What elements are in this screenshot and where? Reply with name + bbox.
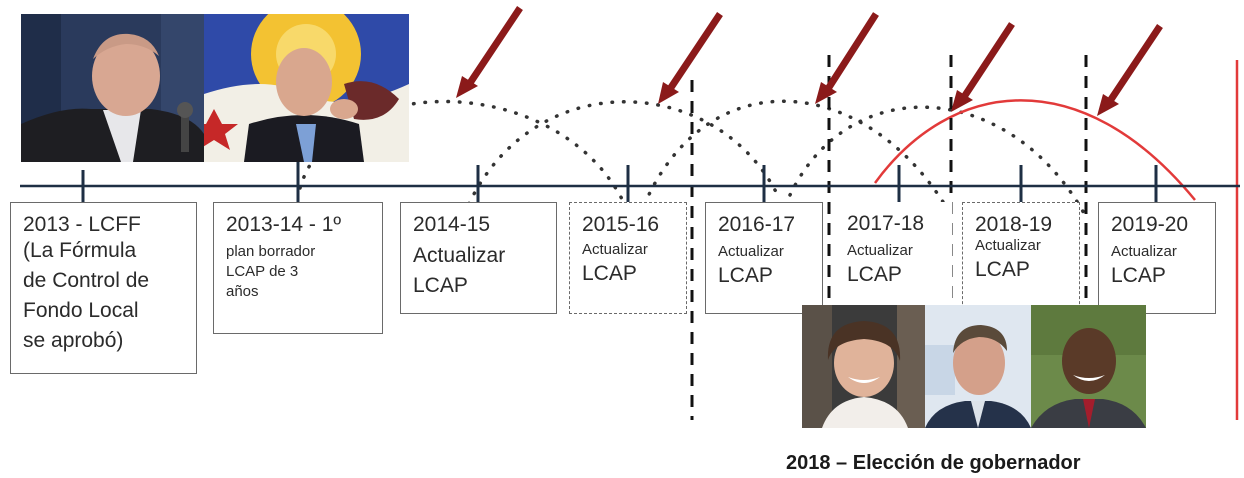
- box-year: 2016-17: [718, 213, 796, 236]
- box-year: 2015-16: [582, 213, 660, 236]
- box-line: Actualizar: [975, 237, 1041, 254]
- box-year: 2013-14 - 1º: [226, 213, 342, 236]
- dotted-arcs: [298, 99, 1087, 227]
- box-year: 2018-19: [975, 213, 1053, 236]
- box-year: 2017-18: [847, 212, 925, 235]
- photo-man-speaking: [925, 305, 1031, 428]
- box-year: 2014-15: [413, 213, 491, 236]
- arrow-2: [658, 12, 723, 104]
- box-line: LCAP: [975, 258, 1030, 281]
- photo-man-at-microphone: [21, 14, 204, 162]
- timeline-box-2013-14: 2013-14 - 1º plan borrador LCAP de 3 año…: [213, 202, 383, 334]
- photo-man-in-suit: [1031, 305, 1146, 428]
- dotted-arc-2: [458, 100, 782, 227]
- photo-woman-smiling: [802, 305, 925, 428]
- box-year: 2019-20: [1111, 213, 1189, 236]
- box-line: años: [226, 283, 259, 300]
- timeline-box-2015-16: 2015-16 Actualizar LCAP: [569, 202, 687, 314]
- box-line: se aprobó): [23, 329, 124, 352]
- box-line: Actualizar: [1111, 243, 1177, 260]
- box-line: (La Fórmula: [23, 239, 137, 262]
- box-line: Actualizar: [413, 244, 506, 267]
- box-line: de Control de: [23, 269, 150, 292]
- photo-man-with-california-flag: [204, 14, 409, 162]
- box-line: LCAP de 3: [226, 263, 299, 280]
- arrows: [456, 6, 1163, 116]
- arrow-4: [951, 22, 1015, 112]
- timeline-box-2014-15: 2014-15 Actualizar LCAP: [400, 202, 557, 314]
- box-line: Actualizar: [847, 242, 913, 259]
- arrow-5: [1097, 24, 1163, 116]
- arrow-1: [456, 6, 523, 98]
- dotted-arc-3: [638, 99, 947, 217]
- box-line: plan borrador: [226, 243, 316, 260]
- timeline-box-2017-18: 2017-18 Actualizar LCAP: [835, 202, 952, 314]
- box-line: Fondo Local: [23, 299, 139, 322]
- box-line: Actualizar: [718, 243, 784, 260]
- election-caption: 2018 – Elección de gobernador: [786, 452, 1081, 474]
- box-line: LCAP: [413, 274, 468, 297]
- box-line: LCAP: [1111, 264, 1166, 287]
- box-line: LCAP: [847, 263, 902, 286]
- box-line: LCAP: [582, 262, 637, 285]
- timeline-box-2013: 2013 - LCFF (La Fórmula de Control de Fo…: [10, 202, 197, 374]
- timeline-box-2019-20: 2019-20 Actualizar LCAP: [1098, 202, 1216, 314]
- box-line: Actualizar: [582, 241, 648, 258]
- timeline-box-2016-17: 2016-17 Actualizar LCAP: [705, 202, 823, 314]
- timeline-ticks: [81, 160, 1158, 202]
- arrow-3: [815, 12, 879, 104]
- box-year: 2013 - LCFF: [23, 213, 141, 236]
- election-curve: [873, 99, 1196, 201]
- box-line: LCAP: [718, 264, 773, 287]
- timeline-box-2018-19: 2018-19 Actualizar LCAP: [962, 202, 1080, 314]
